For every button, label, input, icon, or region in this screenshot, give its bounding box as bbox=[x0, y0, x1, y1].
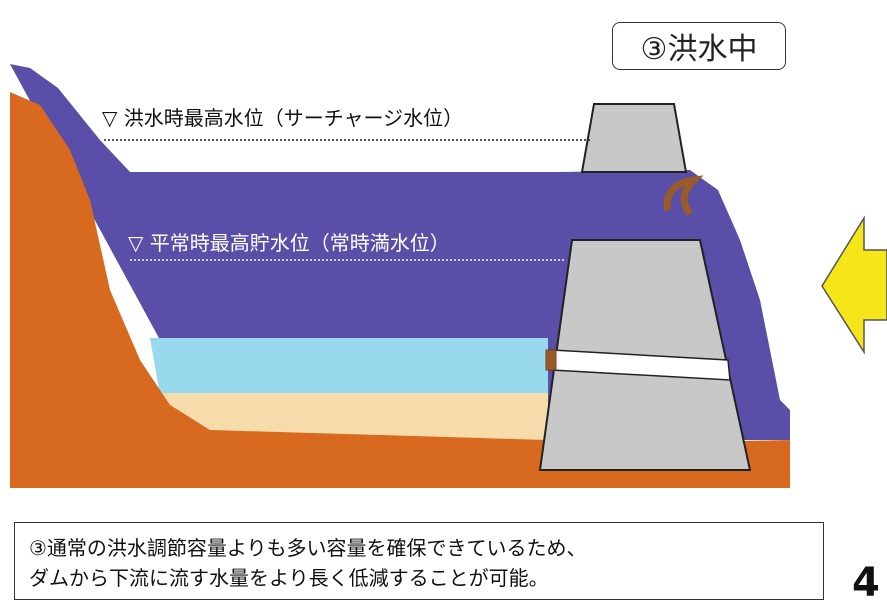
spillway-gate-icon bbox=[663, 175, 704, 217]
page-number: 4 bbox=[852, 560, 880, 606]
caption-line-2: ダムから下流に流す水量をより長く低減することが可能。 bbox=[29, 566, 549, 590]
stage-label: ③洪水中 bbox=[612, 22, 786, 70]
sediment-region bbox=[158, 393, 548, 440]
caption-line-1: ③通常の洪水調節容量よりも多い容量を確保できているため、 bbox=[29, 536, 587, 560]
normal-water-level-label: ▽ 平常時最高貯水位（常時満水位） bbox=[128, 231, 450, 255]
high-water-level-label: ▽ 洪水時最高水位（サーチャージ水位） bbox=[102, 106, 464, 130]
normal-water-region bbox=[150, 338, 548, 395]
conduit-gate bbox=[545, 349, 557, 371]
inflow-arrow-icon bbox=[821, 215, 887, 355]
dam-upper-section bbox=[580, 103, 688, 173]
caption-box: ③通常の洪水調節容量よりも多い容量を確保できているため、 ダムから下流に流す水量… bbox=[14, 522, 824, 600]
